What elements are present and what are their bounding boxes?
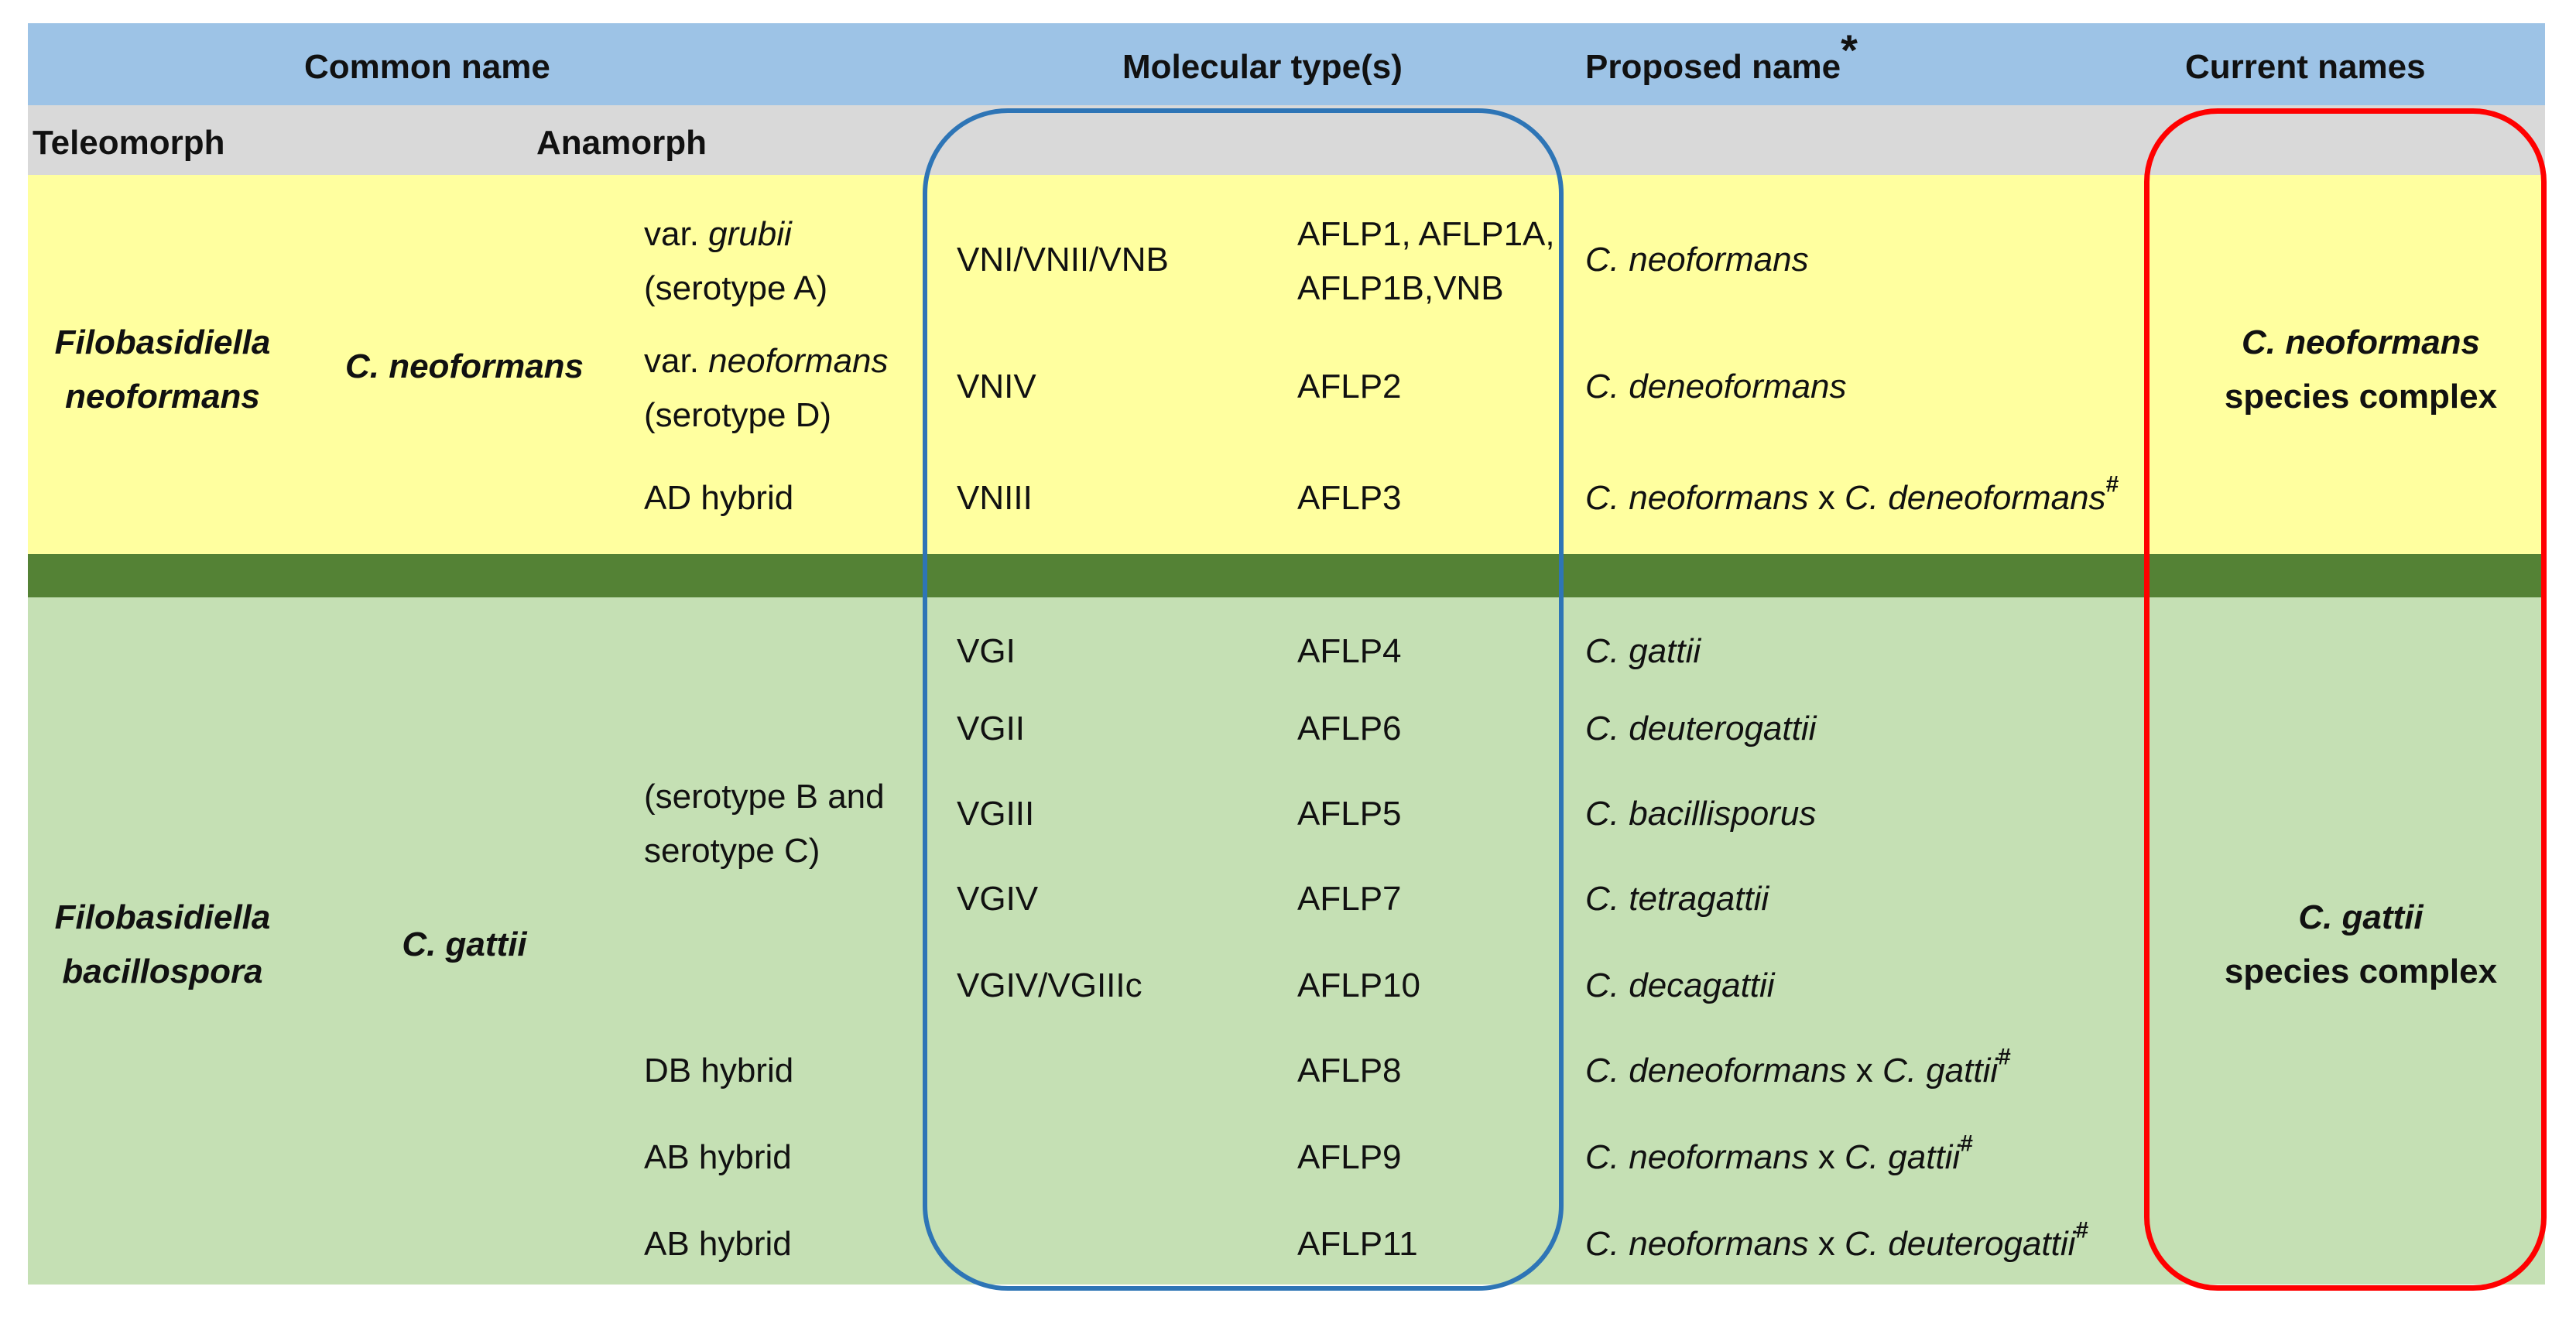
proposed-name-hybrid: C. deneoformans x C. gattii# (1585, 1044, 2011, 1090)
proposed-name-hybrid: C. neoformans x C. deneoformans# (1585, 471, 2119, 517)
header-band (28, 23, 2545, 105)
header-proposed-name: Proposed name* (1585, 26, 1858, 86)
header-molecular-types: Molecular type(s) (1122, 48, 1403, 86)
proposed-name: C. decagattii (1585, 966, 1775, 1004)
proposed-name: C. gattii (1585, 632, 1701, 670)
separator-band (28, 554, 2545, 597)
aflp-type: AFLP1, AFLP1A,AFLP1B,VNB (1297, 215, 1555, 307)
proposed-name: C. deneoformans (1585, 368, 1847, 405)
variety-ab-hybrid: AB hybrid (644, 1225, 792, 1263)
header-current-names: Current names (2185, 48, 2426, 86)
proposed-name: C. tetragattii (1585, 880, 1769, 918)
aflp-type: AFLP8 (1297, 1052, 1402, 1090)
aflp-type: AFLP9 (1297, 1138, 1402, 1176)
neoformans-band (28, 175, 2545, 554)
variety-ab-hybrid: AB hybrid (644, 1138, 792, 1176)
header-common-name: Common name (304, 48, 550, 86)
molecular-type-vg: VGIV/VGIIIc (957, 966, 1142, 1004)
aflp-type: AFLP3 (1297, 479, 1402, 517)
subheader-teleomorph: Teleomorph (33, 124, 225, 162)
proposed-name-hybrid: C. neoformans x C. deuterogattii# (1585, 1217, 2089, 1263)
aflp-type: AFLP7 (1297, 880, 1402, 918)
molecular-type-vg: VGI (957, 632, 1016, 670)
proposed-name: C. neoformans (1585, 241, 1809, 279)
subheader-anamorph: Anamorph (536, 124, 707, 162)
aflp-type: AFLP6 (1297, 710, 1402, 747)
aflp-type: AFLP10 (1297, 966, 1420, 1004)
aflp-type: AFLP2 (1297, 368, 1402, 405)
proposed-name: C. deuterogattii (1585, 710, 1817, 747)
molecular-types-outline (923, 108, 1564, 1291)
proposed-name: C. bacillisporus (1585, 795, 1817, 833)
anamorph-neoformans: C. neoformans (344, 347, 584, 385)
subheader-band (28, 105, 2545, 175)
molecular-type-vn: VNI/VNII/VNB (957, 241, 1169, 279)
variety-grubii: var. grubii(serotype A) (644, 215, 828, 307)
variety-db-hybrid: DB hybrid (644, 1052, 794, 1090)
molecular-type-vg: VGIII (957, 795, 1035, 833)
proposed-name-hybrid: C. neoformans x C. gattii# (1585, 1131, 1973, 1176)
variety-neoformans: var. neoformans(serotype D) (644, 342, 889, 434)
molecular-type-vn: VNIII (957, 479, 1033, 517)
anamorph-gattii: C. gattii (402, 925, 527, 963)
variety-ad-hybrid: AD hybrid (644, 479, 794, 517)
aflp-type: AFLP5 (1297, 795, 1402, 833)
molecular-type-vn: VNIV (957, 368, 1036, 405)
gattii-band (28, 597, 2545, 1285)
molecular-type-vg: VGII (957, 710, 1026, 747)
aflp-type: AFLP11 (1297, 1225, 1418, 1263)
aflp-type: AFLP4 (1297, 632, 1402, 670)
molecular-type-vg: VGIV (957, 880, 1039, 918)
current-names-outline (2144, 108, 2547, 1291)
